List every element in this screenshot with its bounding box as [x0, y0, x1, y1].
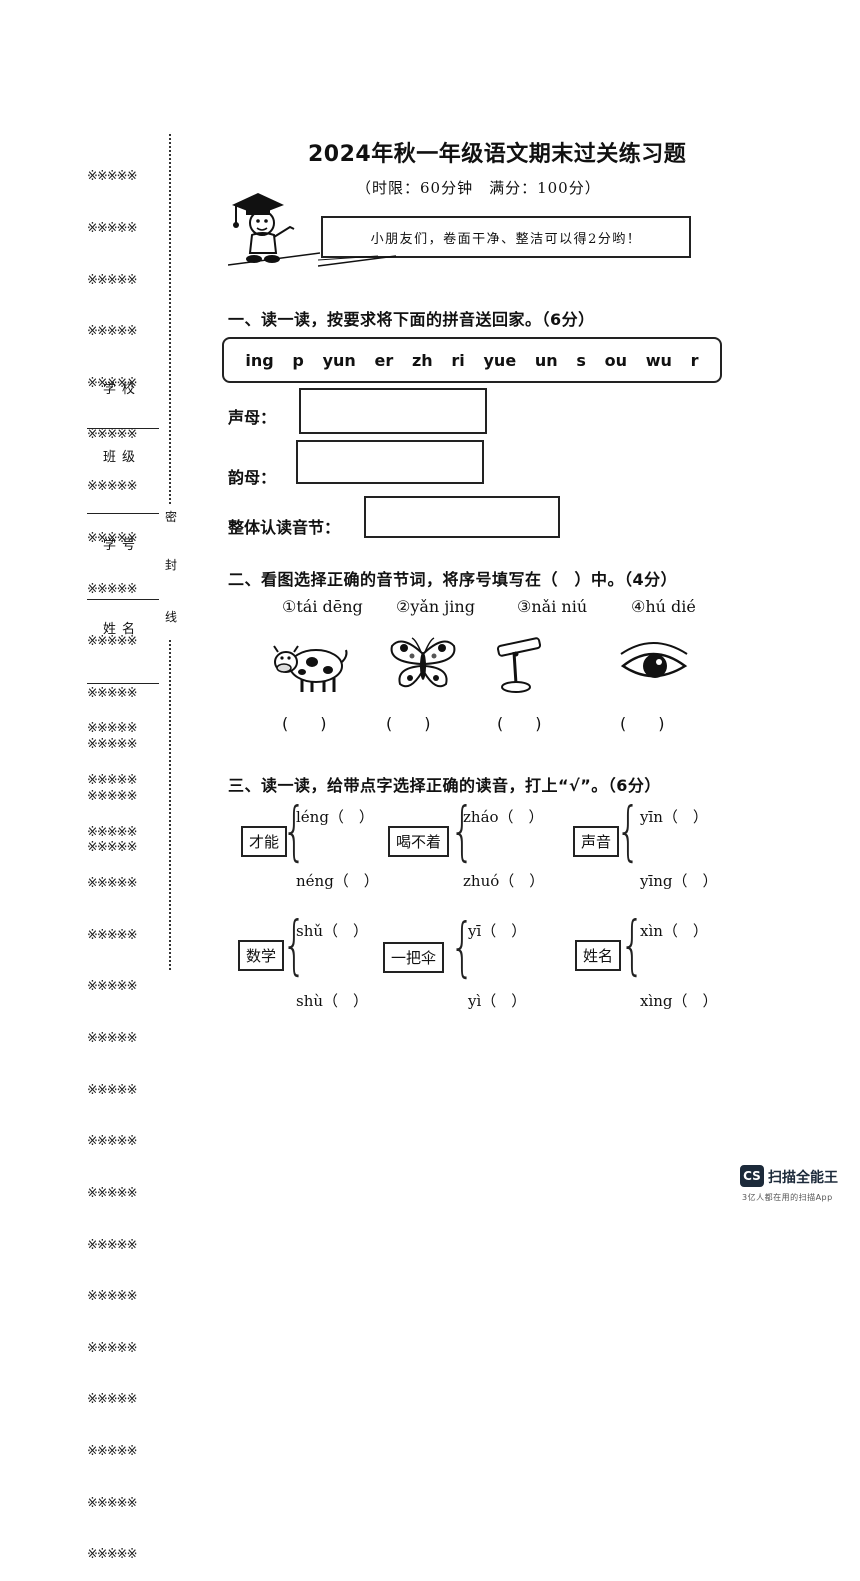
- q3-prompt: 三、读一读，给带点字选择正确的读音，打上“√”。（6分）: [228, 776, 661, 795]
- neatness-note: 小朋友们，卷面干净、整洁可以得2分哟！: [321, 216, 691, 258]
- pinyin-item: yun: [322, 350, 356, 370]
- seal-dotted-line-bottom: [169, 640, 171, 970]
- pinyin-item: er: [374, 350, 394, 370]
- mascot-graduate-icon: [228, 193, 320, 266]
- seal-char-feng: 封: [165, 558, 178, 572]
- eye-icon: [620, 642, 688, 678]
- q3-word-shuxue: 数学: [238, 940, 285, 971]
- whole-syllable-answer-box[interactable]: [364, 496, 560, 538]
- class-label: 班级: [102, 450, 141, 465]
- seal-dotted-line-top: [169, 134, 171, 504]
- q3-choice-bottom[interactable]: néng（ ）: [296, 872, 379, 890]
- q2-answer-paren-1[interactable]: ( ): [282, 714, 327, 733]
- butterfly-icon: [390, 637, 456, 688]
- school-label: 学校: [102, 382, 141, 397]
- initials-answer-box[interactable]: [299, 388, 487, 434]
- q3-choice-bottom[interactable]: zhuó（ ）: [463, 872, 545, 890]
- finals-answer-box[interactable]: [296, 440, 484, 484]
- pinyin-item: p: [292, 350, 304, 370]
- pinyin-item: ri: [451, 350, 465, 370]
- time-and-score: （时限：60分钟 满分：100分）: [356, 179, 601, 197]
- note-pointer-lines: [318, 255, 397, 267]
- q3-choice-top[interactable]: léng（ ）: [296, 808, 374, 826]
- pinyin-item: r: [690, 350, 699, 370]
- q3-choice-top[interactable]: yī（ ）: [468, 922, 527, 940]
- q3-choice-bottom[interactable]: yì（ ）: [468, 992, 527, 1010]
- q2-answer-paren-4[interactable]: ( ): [620, 714, 665, 733]
- pinyin-item: yue: [483, 350, 517, 370]
- q3-brace: {: [616, 795, 641, 869]
- pinyin-item: s: [576, 350, 586, 370]
- pinyin-item: un: [534, 350, 558, 370]
- q3-choice-top[interactable]: zháo（ ）: [463, 808, 544, 826]
- q1-prompt: 一、读一读，按要求将下面的拼音送回家。（6分）: [228, 310, 595, 329]
- q2-answer-paren-3[interactable]: ( ): [497, 714, 542, 733]
- q2-option-3: ③nǎi niú: [517, 597, 588, 616]
- seal-char-xian: 线: [165, 610, 178, 624]
- q3-brace: {: [450, 911, 475, 985]
- student-number-line[interactable]: [87, 599, 159, 600]
- q3-brace: {: [282, 795, 307, 869]
- q2-answer-paren-2[interactable]: ( ): [386, 714, 431, 733]
- student-number-label: 学号: [102, 538, 141, 553]
- school-line[interactable]: [87, 428, 159, 429]
- margin-stars-top: ※※※※※ ※※※※※ ※※※※※ ※※※※※ ※※※※※ ※※※※※ ※※※※…: [87, 169, 137, 856]
- q3-brace: {: [450, 795, 475, 869]
- pinyin-item: wu: [645, 350, 672, 370]
- q3-choice-top[interactable]: yīn（ ）: [640, 808, 708, 826]
- cow-icon: [273, 645, 348, 692]
- margin-stars-bottom: ※※※※※ ※※※※※ ※※※※※ ※※※※※ ※※※※※ ※※※※※ ※※※※…: [87, 721, 137, 1563]
- whole-syllable-label: 整体认读音节：: [228, 518, 341, 537]
- camscanner-logo-icon: CS: [740, 1165, 764, 1187]
- pinyin-item: ing: [245, 350, 274, 370]
- q3-choice-top[interactable]: shǔ（ ）: [296, 922, 369, 940]
- q3-word-hebuzhao: 喝不着: [388, 826, 450, 857]
- student-name-label: 姓名: [102, 622, 141, 637]
- q3-choice-bottom[interactable]: shù（ ）: [296, 992, 369, 1010]
- scanner-app-tagline: 3亿人都在用的扫描App: [742, 1193, 833, 1202]
- q3-brace: {: [620, 909, 645, 983]
- q3-word-caineng: 才能: [241, 826, 288, 857]
- scanner-app-name: 扫描全能王: [768, 1170, 838, 1186]
- desk-lamp-icon: [496, 637, 542, 693]
- q2-option-2: ②yǎn jing: [396, 597, 475, 616]
- pinyin-scroll: ing p yun er zh ri yue un s ou wu r: [222, 337, 722, 383]
- q2-option-1: ①tái dēng: [282, 597, 363, 616]
- q2-option-4: ④hú dié: [631, 597, 696, 616]
- finals-label: 韵母：: [228, 468, 277, 487]
- student-name-line[interactable]: [87, 683, 159, 684]
- q3-word-shengyin: 声音: [573, 826, 620, 857]
- seal-char-mi: 密: [165, 510, 178, 524]
- pinyin-item: zh: [411, 350, 433, 370]
- class-line[interactable]: [87, 513, 159, 514]
- q3-choice-top[interactable]: xìn（ ）: [640, 922, 708, 940]
- initials-label: 声母：: [228, 408, 277, 427]
- q3-word-xingming: 姓名: [575, 940, 622, 971]
- q3-word-yibasan: 一把伞: [383, 942, 445, 973]
- page-title: 2024年秋一年级语文期末过关练习题: [308, 142, 687, 167]
- pinyin-item: ou: [604, 350, 628, 370]
- q2-prompt: 二、看图选择正确的音节词，将序号填写在（ ）中。（4分）: [228, 570, 678, 589]
- q3-brace: {: [282, 909, 307, 983]
- q3-choice-bottom[interactable]: yīng（ ）: [640, 872, 718, 890]
- q3-choice-bottom[interactable]: xìng（ ）: [640, 992, 718, 1010]
